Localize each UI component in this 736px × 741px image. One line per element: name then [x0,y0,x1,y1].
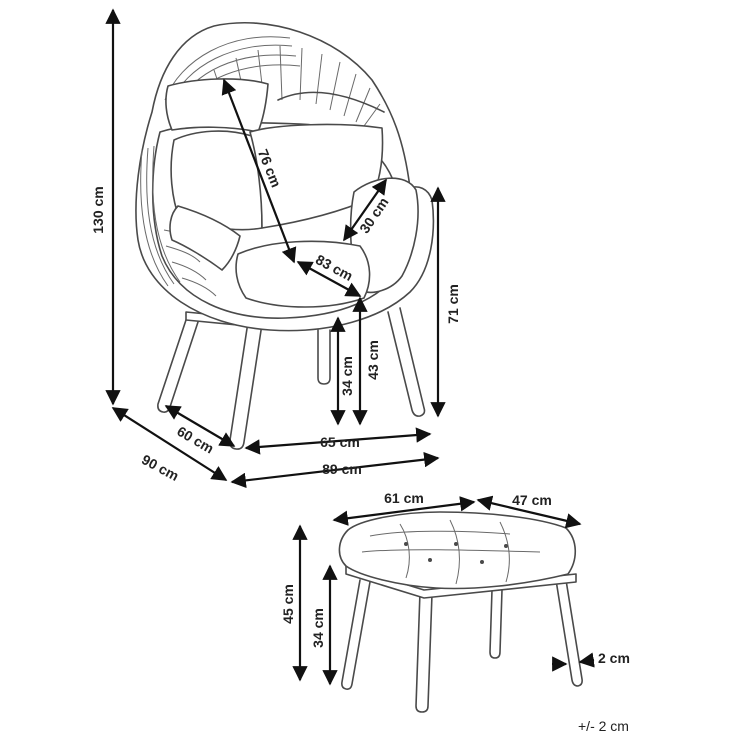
label-armrest-height: 71 cm [445,284,461,324]
ottoman-illustration [338,511,583,713]
dim-line-seat-width [296,261,362,297]
label-base-width: 65 cm [320,434,360,450]
chair-leg-back-right [317,329,331,385]
label-chair-width: 89 cm [322,461,362,477]
ottoman-dimension-labels: 61 cm 47 cm 45 cm 34 cm 2 cm [280,490,630,666]
label-chair-height: 130 cm [90,186,106,233]
ottoman-leg-back-right [555,579,583,687]
dim-line-armrest-depth [343,178,387,242]
ottoman-leg-back-left [489,589,503,659]
dim-line-ottoman-depth [476,495,582,529]
ottoman-leg-front-left [341,579,371,690]
dim-line-backrest-height [221,78,297,264]
label-seat-height: 43 cm [365,340,381,380]
chair-leg-front-right [387,307,426,417]
label-chair-depth: 90 cm [139,451,182,484]
tolerance-note: +/- 2 cm [578,718,629,734]
ottoman-frame [345,565,577,599]
label-ottoman-height: 45 cm [280,584,296,624]
dim-line-ottoman-width [332,496,476,526]
label-ottoman-depth: 47 cm [512,492,552,508]
label-ottoman-width: 61 cm [384,490,424,506]
dim-line-leg-diameter-right [578,652,595,668]
dim-line-base-width [244,427,432,455]
chair-leg-front-left [229,321,263,450]
chair-leg-back-left [157,319,199,413]
chair-dimension-lines [105,8,446,489]
dim-line-base-depth [164,405,236,447]
label-leg-height: 34 cm [339,356,355,396]
ottoman-dimension-lines [292,495,595,686]
chair-headrest-pillow [165,78,269,133]
label-leg-diameter: 2 cm [598,650,630,666]
dim-line-chair-width [230,451,440,489]
ottoman-leg-front-right [415,591,433,713]
label-ottoman-leg-height: 34 cm [310,608,326,648]
